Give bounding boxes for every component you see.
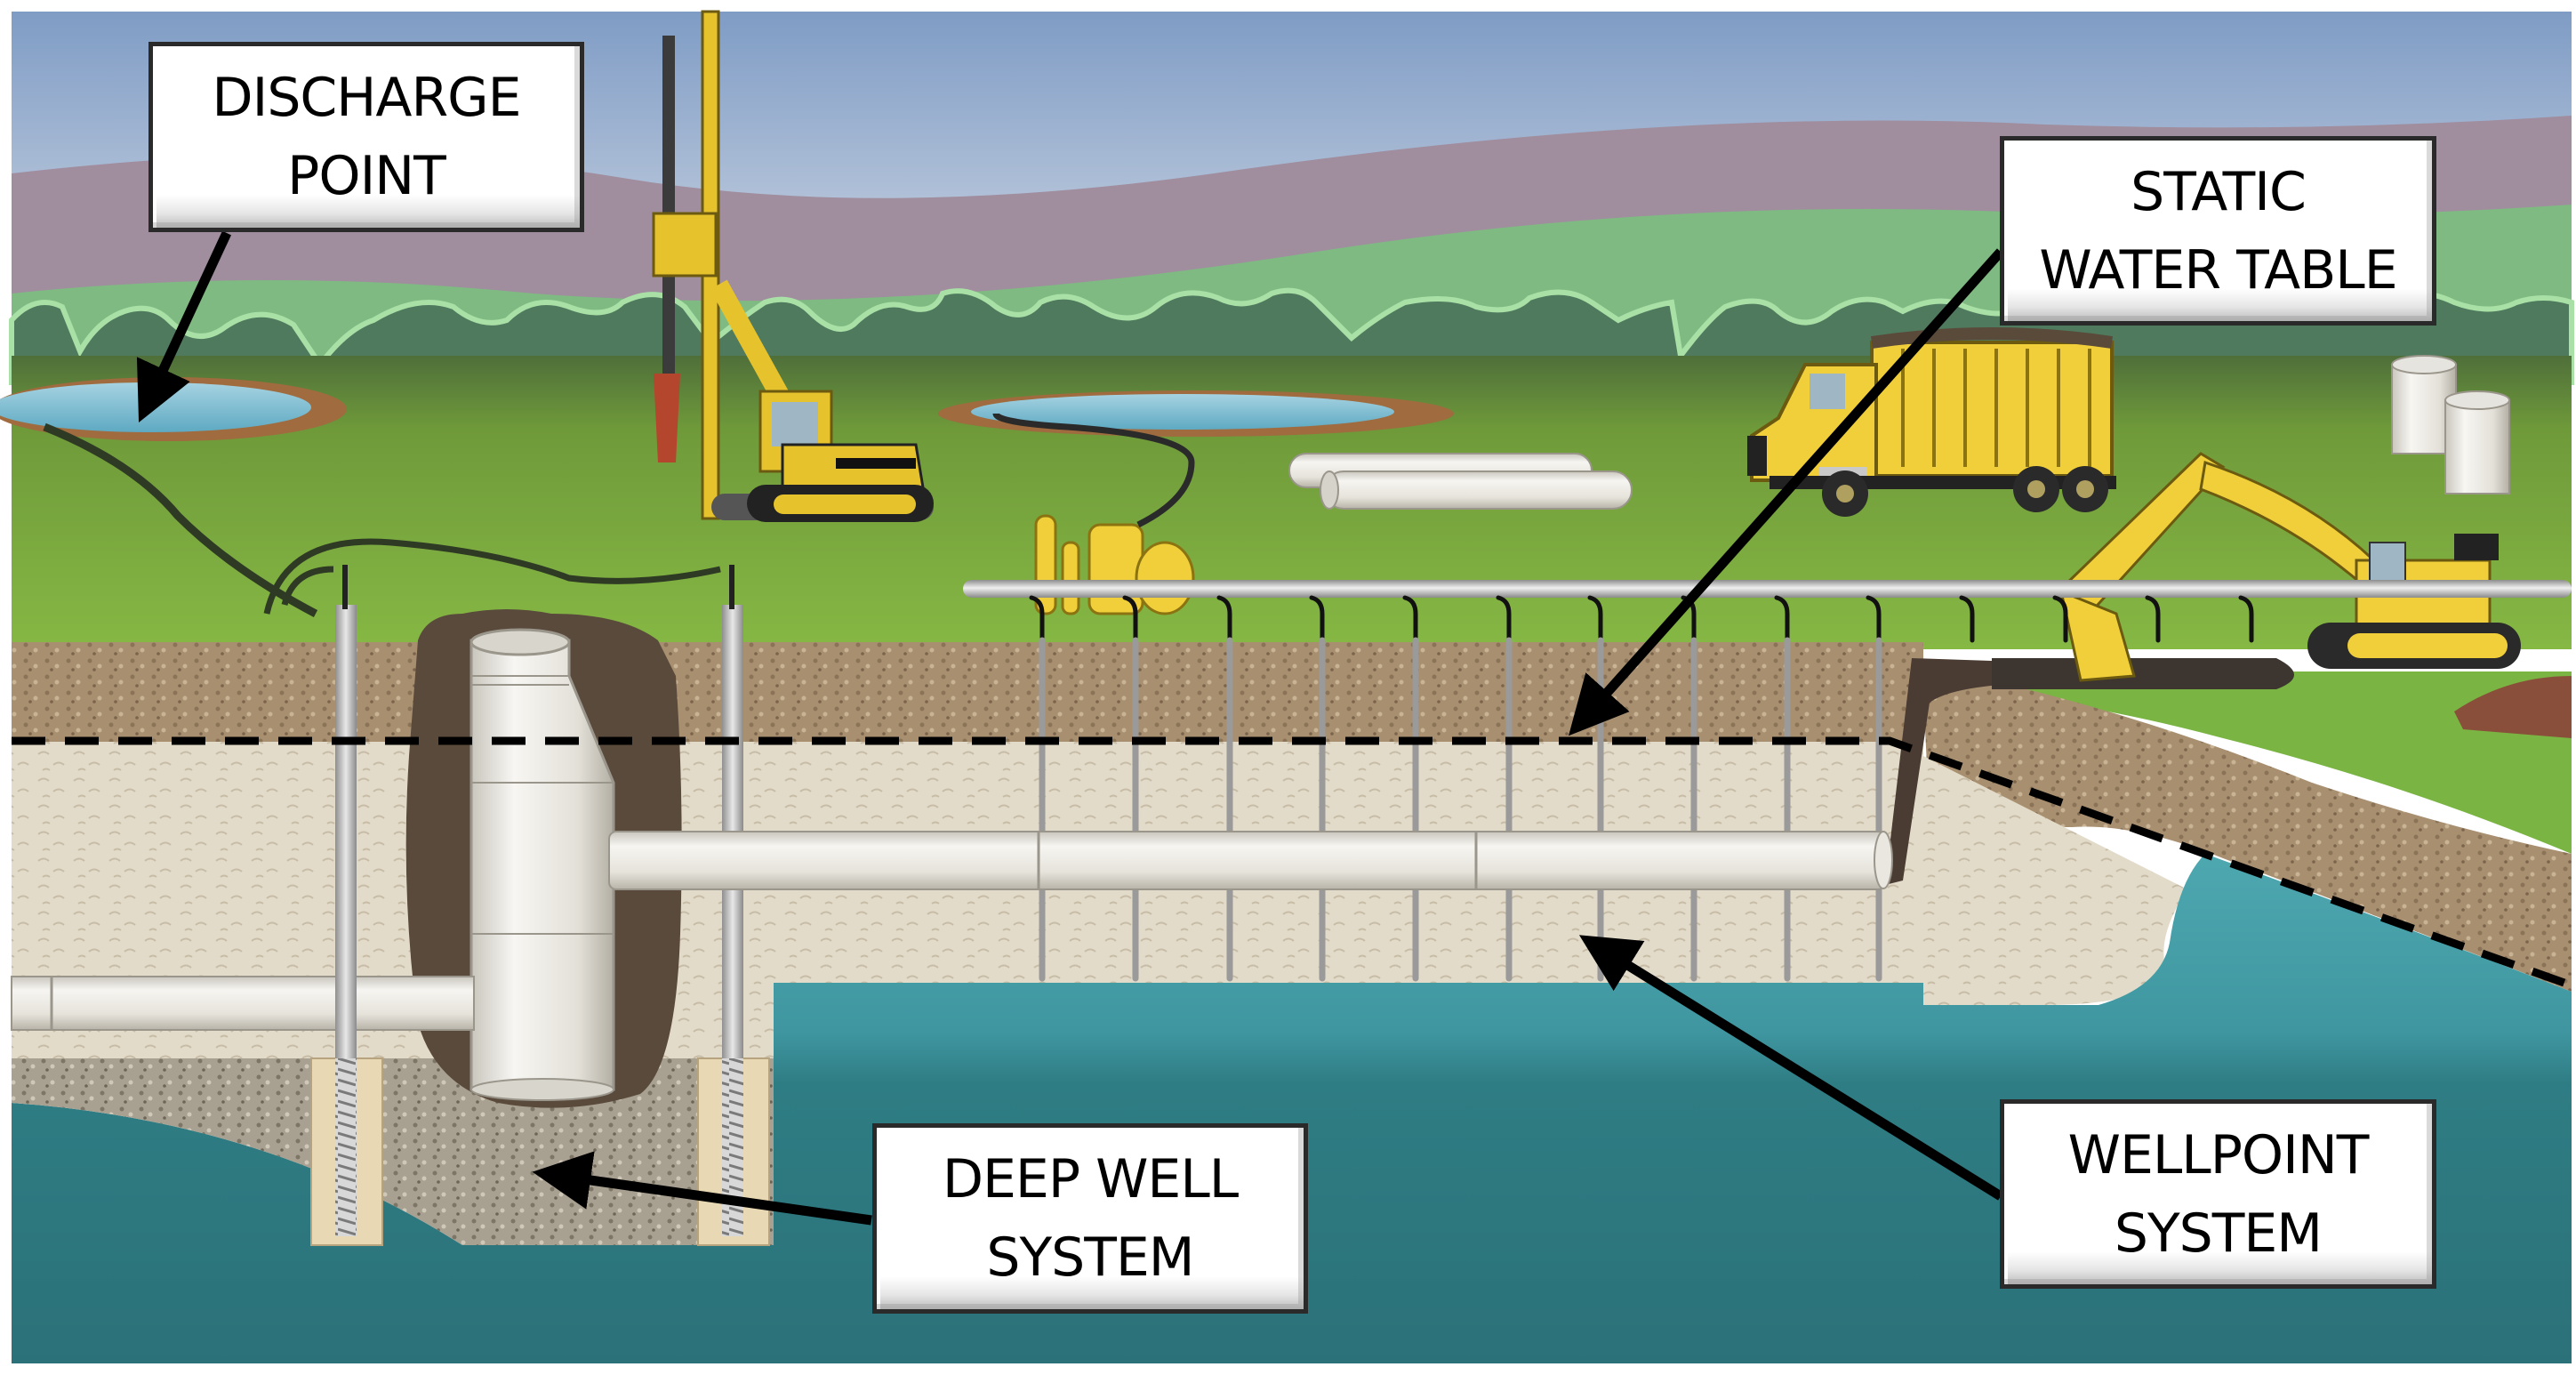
grass-right-bank — [1974, 671, 2572, 854]
label-deep-well-system-line2: SYSTEM — [986, 1226, 1194, 1289]
drill-rig — [652, 10, 934, 522]
dirt-pile — [2454, 676, 2572, 738]
static-water-table-line — [12, 736, 2573, 990]
arrow-discharge-point — [136, 230, 231, 422]
deep-well-casing — [469, 628, 615, 1101]
dump-truck — [1747, 327, 2116, 517]
horizontal-collector-pipe — [608, 831, 1893, 890]
label-static-water-table: STATIC WATER TABLE — [2000, 136, 2436, 326]
hose-well-right — [263, 538, 721, 615]
observation-well-left — [310, 565, 383, 1246]
dig-hole — [1992, 658, 2294, 689]
left-discharge-pipe — [11, 976, 475, 1031]
trench — [1885, 658, 2060, 885]
label-wellpoint-system-line2: SYSTEM — [2114, 1202, 2323, 1265]
hose-discharge — [43, 422, 318, 617]
label-deep-well-system-line1: DEEP WELL — [942, 1148, 1239, 1210]
label-discharge-point-line2: POINT — [287, 145, 446, 207]
deep-well-system — [11, 422, 770, 1246]
label-static-water-table-line2: WATER TABLE — [2039, 238, 2397, 302]
label-deep-well-system: DEEP WELL SYSTEM — [872, 1123, 1308, 1314]
wellpoint-header-pipe — [963, 580, 2572, 598]
arrow-static-water-table — [1569, 248, 2005, 736]
groundwater — [12, 854, 2572, 1363]
label-wellpoint-system: WELLPOINT SYSTEM — [2000, 1099, 2436, 1289]
arrow-wellpoint-system — [1578, 935, 2003, 1201]
stacked-pipes — [1288, 453, 1633, 510]
well-rings — [2391, 355, 2510, 495]
discharge-pond-center — [938, 390, 1454, 437]
wellpoint-system — [608, 580, 2572, 982]
callout-arrows — [136, 230, 2005, 1226]
right-sand-wedge — [1923, 756, 2187, 1005]
arrow-deep-well-system — [532, 1151, 872, 1226]
label-discharge-point-line1: DISCHARGE — [212, 67, 521, 129]
wellpoint-risers — [1029, 595, 2254, 982]
right-soil-bank — [1923, 676, 2572, 992]
label-static-water-table-line1: STATIC — [2131, 160, 2307, 223]
label-wellpoint-system-line1: WELLPOINT — [2067, 1123, 2370, 1186]
label-discharge-point: DISCHARGE POINT — [148, 42, 584, 232]
hose-well-left — [281, 566, 334, 606]
